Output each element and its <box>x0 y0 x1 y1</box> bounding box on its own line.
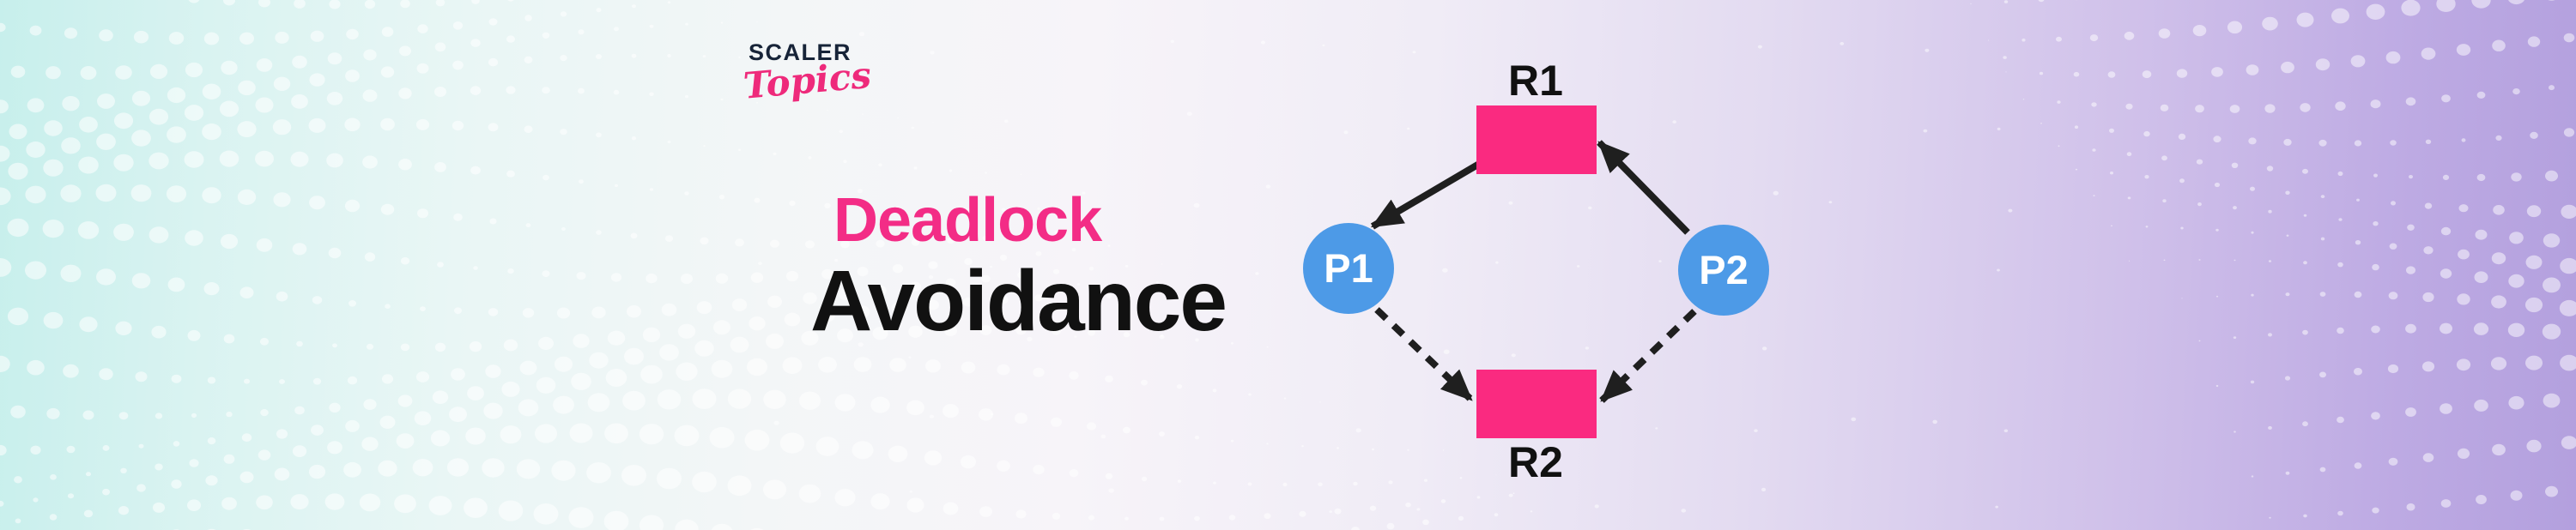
halftone-right-pattern <box>1970 0 2576 519</box>
resource-label-r2: R2 <box>1508 438 1563 486</box>
brand-name: SCALER <box>748 39 852 65</box>
resource-node-r2 <box>1476 370 1597 438</box>
title-line-avoidance: Avoidance <box>810 253 1227 349</box>
brand-logo: SCALER Topics <box>742 39 873 107</box>
process-label-p1: P1 <box>1324 245 1373 291</box>
process-label-p2: P2 <box>1699 247 1749 292</box>
edge-p2-to-r1-request-arrow <box>1597 140 1690 235</box>
resource-node-r1 <box>1476 105 1597 174</box>
resource-label-r1: R1 <box>1508 57 1563 105</box>
edge-p1-to-r2-dashed-arrow <box>1374 307 1474 402</box>
process-node-p2 <box>1678 225 1769 316</box>
title-line-deadlock: Deadlock <box>833 186 1102 255</box>
process-node-p1 <box>1303 223 1394 314</box>
edge-r1-to-p1-assignment-arrow <box>1370 151 1498 230</box>
edge-p2-to-r2-dashed-arrow <box>1599 309 1697 403</box>
halftone-left-pattern <box>0 0 1585 530</box>
